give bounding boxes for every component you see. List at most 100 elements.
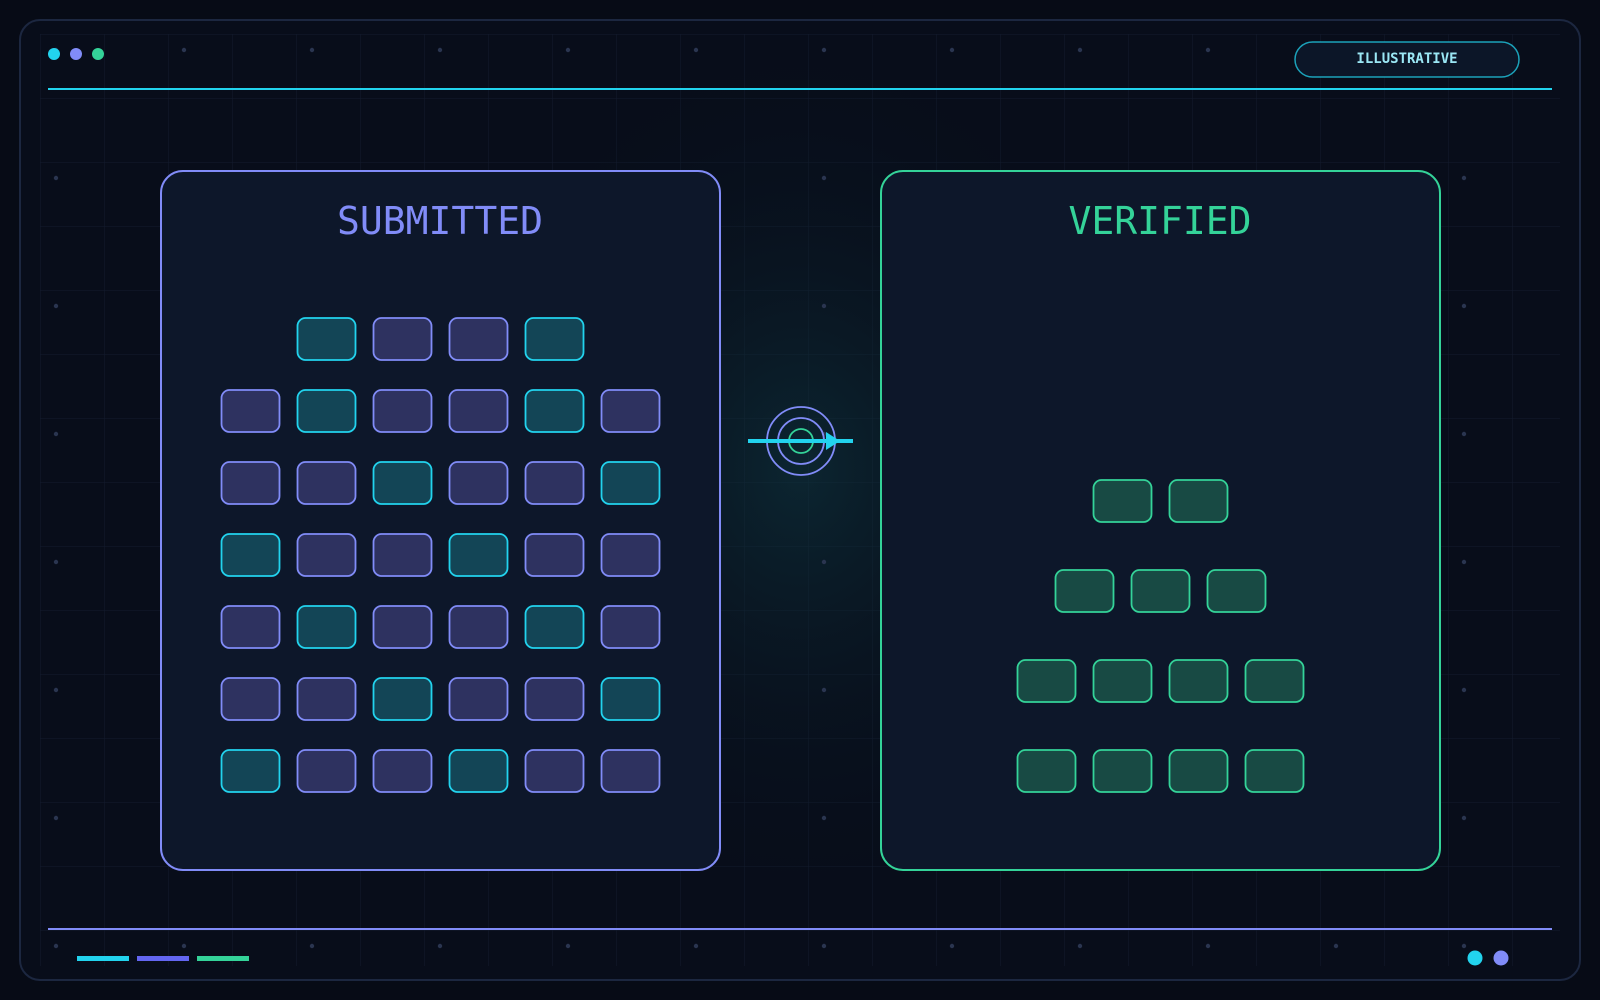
grid-dot — [565, 47, 571, 53]
grid-dot — [437, 47, 443, 53]
verified-blocks — [1016, 479, 1305, 793]
submitted-block-cyan — [220, 749, 281, 793]
footer-dots — [1467, 950, 1509, 966]
verified-block — [1130, 569, 1191, 613]
grid-dot — [53, 559, 59, 565]
submitted-block-cyan — [600, 461, 661, 505]
submitted-block-cyan — [296, 317, 357, 361]
verified-panel: VERIFIED — [880, 170, 1441, 871]
submitted-block-purple — [372, 389, 433, 433]
grid-dot — [693, 943, 699, 949]
submitted-block-purple — [372, 605, 433, 649]
submitted-block-purple — [448, 461, 509, 505]
grid-dot — [821, 303, 827, 309]
submitted-block-purple — [296, 533, 357, 577]
submitted-block-purple — [448, 605, 509, 649]
grid-dot — [821, 559, 827, 565]
submitted-panel: SUBMITTED — [160, 170, 721, 871]
window-dots — [48, 48, 104, 60]
purple-dot — [70, 48, 82, 60]
submitted-block-purple — [600, 749, 661, 793]
submitted-block-cyan — [220, 533, 281, 577]
submitted-blocks — [220, 317, 661, 793]
verified-block — [1016, 749, 1077, 793]
green-legend-bar — [197, 956, 249, 961]
submitted-block-cyan — [524, 605, 585, 649]
grid-dot — [53, 303, 59, 309]
submitted-block-purple — [220, 389, 281, 433]
grid-dot — [1461, 815, 1467, 821]
submitted-block-purple — [524, 749, 585, 793]
grid-dot — [53, 431, 59, 437]
grid-dot — [949, 47, 955, 53]
submitted-block-cyan — [448, 533, 509, 577]
verified-block — [1168, 479, 1229, 523]
verified-block — [1092, 659, 1153, 703]
illustrative-badge: ILLUSTRATIVE — [1294, 41, 1520, 78]
verified-block — [1244, 749, 1305, 793]
submitted-block-purple — [524, 461, 585, 505]
submitted-block-purple — [524, 677, 585, 721]
verified-block — [1168, 659, 1229, 703]
submitted-block-purple — [220, 605, 281, 649]
grid-dot — [1077, 943, 1083, 949]
grid-dot — [693, 47, 699, 53]
verified-title: VERIFIED — [1068, 199, 1251, 243]
grid-dot — [1077, 47, 1083, 53]
submitted-block-purple — [372, 317, 433, 361]
submitted-block-cyan — [600, 677, 661, 721]
submitted-block-cyan — [448, 749, 509, 793]
grid-dot — [821, 815, 827, 821]
submitted-block-cyan — [524, 389, 585, 433]
grid-dot — [1461, 687, 1467, 693]
submitted-block-cyan — [372, 461, 433, 505]
target-arrow-icon — [748, 406, 853, 476]
verified-block — [1016, 659, 1077, 703]
grid-dot — [949, 943, 955, 949]
verified-block — [1092, 479, 1153, 523]
cyan-legend-bar — [77, 956, 129, 961]
grid-dot — [1461, 303, 1467, 309]
grid-dot — [1333, 943, 1339, 949]
submitted-block-purple — [296, 461, 357, 505]
grid-dot — [53, 943, 59, 949]
green-dot — [92, 48, 104, 60]
submitted-block-purple — [220, 461, 281, 505]
grid-dot — [1461, 559, 1467, 565]
grid-dot — [1205, 943, 1211, 949]
grid-dot — [1461, 175, 1467, 181]
submitted-block-cyan — [372, 677, 433, 721]
grid-dot — [821, 943, 827, 949]
badge-label: ILLUSTRATIVE — [1356, 51, 1457, 67]
submitted-block-cyan — [524, 317, 585, 361]
submitted-block-purple — [600, 533, 661, 577]
submitted-block-purple — [524, 533, 585, 577]
grid-dot — [1461, 431, 1467, 437]
verified-block — [1092, 749, 1153, 793]
submitted-block-purple — [372, 749, 433, 793]
grid-dot — [53, 175, 59, 181]
submitted-block-purple — [600, 389, 661, 433]
verified-block — [1206, 569, 1267, 613]
submitted-block-purple — [372, 533, 433, 577]
cyan-dot — [1467, 950, 1483, 966]
submitted-block-purple — [296, 677, 357, 721]
grid-dot — [565, 943, 571, 949]
grid-dot — [1205, 47, 1211, 53]
purple-dot — [1493, 950, 1509, 966]
grid-dot — [53, 815, 59, 821]
submitted-block-cyan — [296, 389, 357, 433]
grid-dot — [821, 47, 827, 53]
grid-dot — [53, 687, 59, 693]
verified-block — [1244, 659, 1305, 703]
verified-block — [1054, 569, 1115, 613]
grid-dot — [181, 47, 187, 53]
grid-dot — [309, 943, 315, 949]
verified-block — [1168, 749, 1229, 793]
submitted-block-cyan — [296, 605, 357, 649]
submitted-block-purple — [448, 677, 509, 721]
grid-dot — [181, 943, 187, 949]
verified-panel-frame — [880, 170, 1441, 871]
submitted-block-purple — [448, 389, 509, 433]
